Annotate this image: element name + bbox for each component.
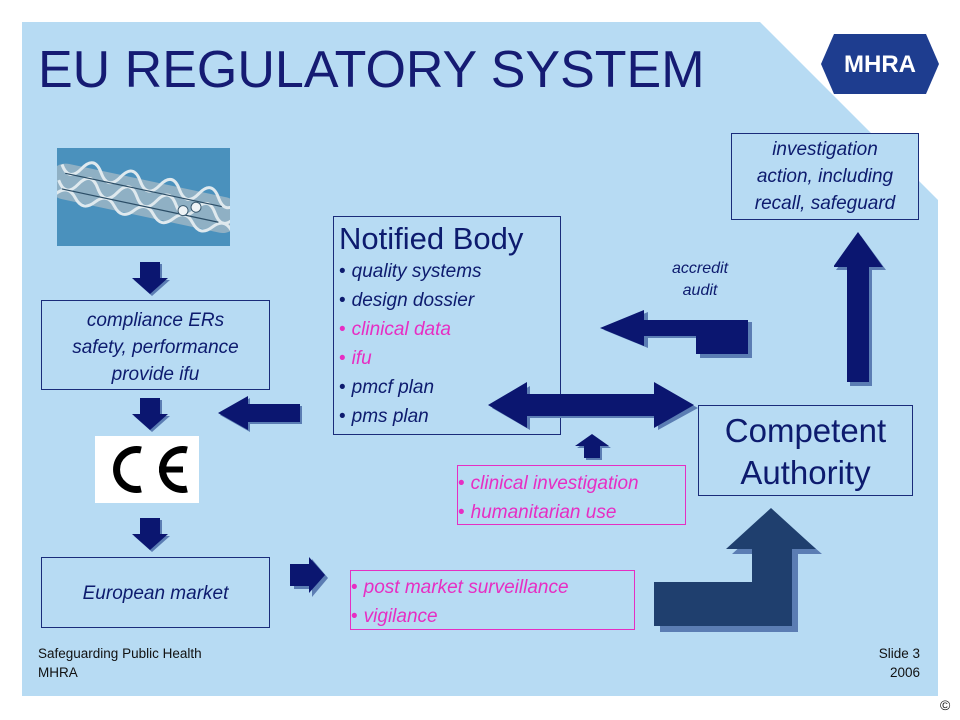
arrow-up-icon [834, 232, 888, 388]
accredit-label-line: accredit [671, 260, 729, 277]
footer-right: Slide 3 2006 [800, 644, 920, 682]
pms-item: •vigilance [351, 606, 438, 627]
notified-body-title: Notified Body [339, 221, 524, 256]
arrow-down-icon [132, 262, 172, 298]
footer-left-line: Safeguarding Public Health [38, 646, 202, 661]
stent-image [57, 148, 230, 246]
footer-left: Safeguarding Public Health MHRA [38, 644, 202, 682]
pms-list: •post market surveillance •vigilance [351, 573, 634, 631]
clinical-item: •humanitarian use [458, 502, 617, 523]
competent-authority-line: Competent [724, 412, 887, 449]
competent-authority-line: Authority [740, 454, 871, 491]
investigation-box: investigation action, including recall, … [731, 133, 919, 220]
ce-mark [95, 436, 199, 503]
arrow-right-icon [290, 557, 330, 599]
compliance-line: compliance ERs [86, 310, 225, 331]
double-arrow-icon [486, 380, 702, 436]
notified-body-item: •clinical data [339, 319, 451, 340]
european-market-label: European market [82, 583, 229, 604]
competent-authority-box: Competent Authority [698, 405, 913, 496]
compliance-line: provide ifu [111, 364, 200, 385]
notified-body-item: •pmcf plan [339, 377, 435, 398]
investigation-line: action, including [756, 166, 894, 187]
mhra-logo: MHRA [820, 30, 940, 98]
clinical-box: •clinical investigation •humanitarian us… [457, 465, 686, 525]
accredit-audit-label: accredit audit [645, 258, 755, 302]
pms-item: •post market surveillance [351, 577, 569, 598]
clinical-list: •clinical investigation •humanitarian us… [458, 469, 685, 527]
arrow-left-icon [216, 396, 304, 434]
investigation-line: investigation [772, 139, 878, 160]
page-title: EU REGULATORY SYSTEM [38, 41, 705, 99]
mhra-logo-text: MHRA [844, 51, 916, 78]
arrow-down-icon [132, 518, 172, 554]
footer-left-line: MHRA [38, 665, 78, 680]
clinical-item: •clinical investigation [458, 473, 639, 494]
arrow-up-icon [575, 434, 613, 460]
accredit-label-line: audit [682, 282, 718, 299]
notified-body-item: •pms plan [339, 406, 429, 427]
compliance-box: compliance ERs safety, performance provi… [41, 300, 270, 390]
slide-number: Slide 3 [878, 646, 920, 661]
notified-body-list: •quality systems •design dossier •clinic… [339, 257, 560, 431]
european-market-box: European market [41, 557, 270, 628]
pms-box: •post market surveillance •vigilance [350, 570, 635, 630]
copyright-symbol: © [940, 697, 951, 713]
notified-body-item: •quality systems [339, 261, 482, 282]
arrow-up-icon [652, 508, 828, 632]
notified-body-item: •design dossier [339, 290, 475, 311]
arrow-down-icon [132, 398, 172, 434]
investigation-line: recall, safeguard [754, 193, 896, 214]
notified-body-item: •ifu [339, 348, 372, 369]
arrow-left-icon [600, 308, 756, 360]
compliance-line: safety, performance [72, 337, 239, 358]
slide-year: 2006 [889, 665, 920, 680]
